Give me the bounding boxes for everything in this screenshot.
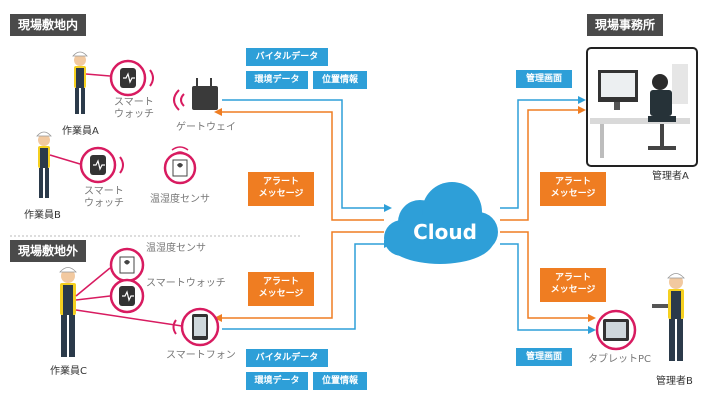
label-manager-b: 管理者B	[656, 376, 693, 387]
label-gateway: ゲートウェイ	[176, 122, 236, 133]
tag-admin-screen-top: 管理画面	[516, 70, 572, 88]
flow-cloud-to-admin-a	[500, 99, 578, 209]
tag-vital-data-bottom: バイタルデータ	[246, 349, 328, 367]
smartwatch-icon-a	[109, 59, 154, 97]
alert-line-1: アラート	[554, 177, 591, 187]
alert-line-2: メッセージ	[550, 189, 596, 199]
label-smartphone: スマートフォン	[166, 350, 236, 361]
tag-environment-data-bottom: 環境データ	[246, 372, 308, 390]
alert-cloud-to-smartphone	[222, 231, 384, 319]
label-smartwatch-b: スマート ウォッチ	[84, 186, 124, 210]
tag-location-bottom: 位置情報	[313, 372, 367, 390]
alert-line-1: アラート	[554, 273, 591, 283]
manager-b-figure	[652, 273, 685, 361]
label-manager-a: 管理者A	[652, 171, 689, 182]
alert-tag-right-bottom: アラート メッセージ	[540, 268, 606, 302]
cloud-label: Cloud	[413, 220, 477, 244]
temp-humidity-sensor-icon-c	[109, 247, 145, 283]
worker-c-figure	[59, 267, 183, 357]
tag-environment-data-top: 環境データ	[246, 71, 308, 89]
arrowhead	[588, 314, 596, 322]
alert-line-2: メッセージ	[550, 285, 596, 295]
label-smartwatch-c: スマートウォッチ	[146, 278, 226, 289]
arrowhead	[214, 314, 222, 322]
label-temp-humidity-sensor-inside: 温湿度センサ	[150, 194, 210, 205]
label-line-2: ウォッチ	[114, 109, 154, 120]
label-temp-humidity-sensor-outside: 温湿度センサ	[146, 243, 206, 254]
label-worker-a: 作業員A	[62, 126, 99, 137]
alert-line-1: アラート	[262, 277, 299, 287]
arrowhead	[214, 108, 222, 116]
smartwatch-icon-b	[79, 146, 124, 184]
arrowhead	[384, 204, 392, 212]
alert-tag-left-bottom: アラート メッセージ	[248, 272, 314, 306]
label-smartwatch-a: スマート ウォッチ	[114, 97, 154, 121]
tag-admin-screen-bottom: 管理画面	[516, 348, 572, 366]
worker-a-figure	[72, 51, 111, 114]
tag-vital-data-top: バイタルデータ	[246, 48, 328, 66]
label-tablet: タブレットPC	[588, 354, 652, 365]
alert-tag-right-top: アラート メッセージ	[540, 172, 606, 206]
tablet-icon	[595, 309, 637, 351]
label-line-1: スマート	[84, 186, 124, 197]
flow-cloud-to-admin-b	[500, 243, 588, 331]
cloud-shape	[384, 182, 498, 264]
alert-cloud-to-manager-a	[500, 109, 578, 221]
label-worker-b: 作業員B	[24, 210, 61, 221]
alert-tag-left-top: アラート メッセージ	[248, 172, 314, 206]
temp-humidity-sensor-icon	[163, 146, 197, 185]
zone-label-site-office: 現場事務所	[587, 14, 664, 36]
orange-flow-lines-left	[222, 111, 384, 319]
zone-label-site-inside: 現場敷地内	[10, 14, 87, 36]
alert-cloud-to-tablet	[500, 231, 588, 319]
smartphone-icon	[172, 307, 220, 347]
flow-gateway-to-cloud	[222, 99, 384, 209]
label-worker-c: 作業員C	[50, 366, 87, 377]
alert-line-2: メッセージ	[258, 189, 304, 199]
flow-smartphone-to-cloud	[222, 243, 384, 330]
smartwatch-icon-c	[109, 278, 145, 314]
office-desk-illustration	[586, 47, 698, 167]
orange-flow-lines-right	[500, 109, 588, 319]
arrowhead	[588, 326, 596, 334]
label-line-2: ウォッチ	[84, 198, 124, 209]
label-line-1: スマート	[114, 97, 154, 108]
tag-location-top: 位置情報	[313, 71, 367, 89]
alert-cloud-to-gateway	[222, 111, 384, 221]
worker-b-figure	[36, 131, 81, 198]
zone-label-site-outside: 現場敷地外	[10, 240, 87, 262]
blue-flow-lines-left	[222, 99, 384, 330]
alert-line-1: アラート	[262, 177, 299, 187]
alert-line-2: メッセージ	[258, 289, 304, 299]
gateway-icon	[173, 78, 218, 111]
arrowhead	[578, 106, 586, 114]
arrowhead	[578, 96, 586, 104]
blue-flow-lines-right	[500, 99, 588, 331]
